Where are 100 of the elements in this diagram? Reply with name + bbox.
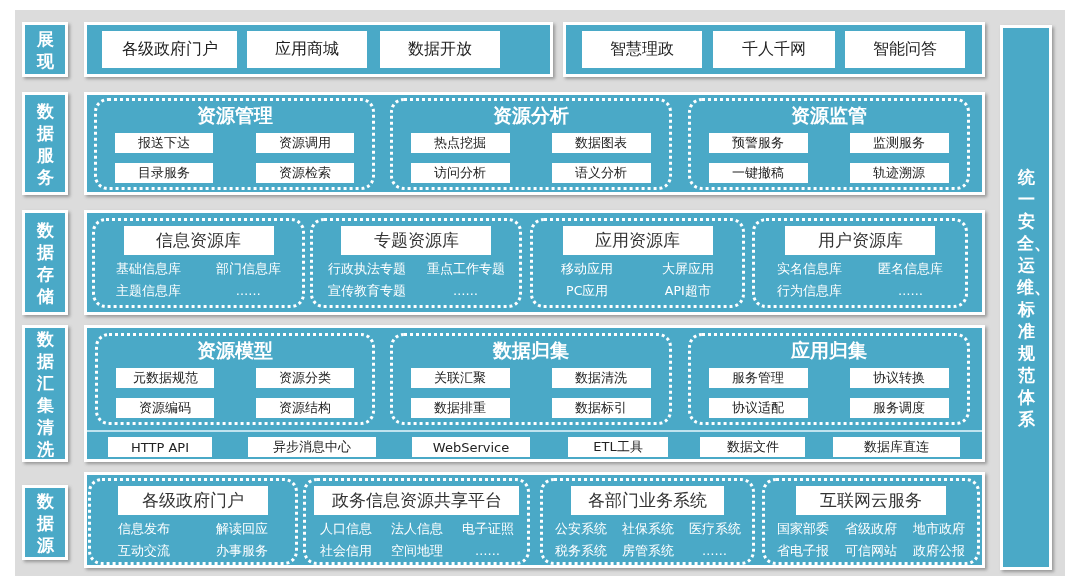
list-text: 信息发布 — [117, 521, 171, 538]
list-text: …… — [897, 283, 924, 298]
module-item: 数据排重 — [411, 398, 510, 418]
list-text: 社会信用 — [318, 543, 373, 560]
layer-label: 展现 — [22, 22, 68, 77]
list-text: 部门信息库 — [214, 261, 282, 278]
group-heading: 政务信息资源共享平台 — [314, 486, 519, 515]
module-group — [688, 333, 970, 425]
list-text: 宣传教育专题 — [326, 283, 407, 300]
group-heading: 用户资源库 — [785, 226, 935, 255]
group-title: 应用归集 — [790, 338, 868, 363]
module-item: 智慧理政 — [582, 31, 702, 68]
list-text: …… — [701, 543, 728, 558]
module-item: 协议适配 — [709, 398, 808, 418]
module-item: 智能问答 — [845, 31, 965, 68]
group-title: 资源分析 — [492, 103, 570, 128]
module-item: 热点挖掘 — [411, 133, 510, 153]
list-text: 省电子报 — [776, 543, 830, 560]
module-item: 目录服务 — [115, 163, 214, 183]
layer-label: 数据源 — [22, 485, 68, 560]
list-text: 移动应用 — [560, 261, 615, 278]
list-text: 国家部委 — [776, 521, 830, 538]
group-heading: 各级政府门户 — [118, 486, 268, 515]
resource-group — [752, 218, 968, 308]
module-item: 服务管理 — [709, 368, 808, 388]
module-item: 数据清洗 — [552, 368, 651, 388]
list-text: …… — [452, 283, 479, 298]
module-item: 资源调用 — [255, 133, 354, 153]
list-text: 政府公报 — [912, 543, 966, 560]
list-text: 大屏应用 — [660, 261, 715, 278]
list-text: 基础信息库 — [115, 261, 183, 278]
list-text: 电子证照 — [460, 521, 515, 538]
module-item: 访问分析 — [411, 163, 510, 183]
module-item: 一键撤稿 — [709, 163, 808, 183]
module-item: 服务调度 — [850, 398, 949, 418]
module-item: 元数据规范 — [116, 368, 214, 388]
module-item: 资源结构 — [256, 398, 354, 418]
module-item: 异步消息中心 — [248, 437, 376, 457]
group-heading: 专题资源库 — [341, 226, 491, 255]
layer-label: 统一安全、运维、标准规范体系 — [1000, 25, 1052, 570]
module-group — [94, 98, 375, 190]
resource-group — [530, 218, 745, 308]
layer-label: 数据汇集清洗 — [22, 325, 68, 462]
layer-panel — [84, 210, 985, 315]
layer-panel — [84, 22, 553, 77]
group-heading: 信息资源库 — [123, 226, 274, 255]
module-item: 各级政府门户 — [102, 31, 237, 68]
list-text: …… — [474, 543, 501, 558]
module-group — [390, 333, 672, 425]
list-text: 医疗系统 — [687, 521, 742, 538]
list-text: 行为信息库 — [776, 283, 843, 300]
module-item: 预警服务 — [709, 133, 808, 153]
group-title: 数据归集 — [492, 338, 570, 363]
module-item: 数据标引 — [552, 398, 651, 418]
list-text: 房管系统 — [620, 543, 675, 560]
group-heading: 互联网云服务 — [796, 486, 946, 515]
list-text: 解读回应 — [215, 521, 269, 538]
list-text: 空间地理 — [389, 543, 444, 560]
module-item: 监测服务 — [850, 133, 949, 153]
list-text: 公安系统 — [553, 521, 608, 538]
module-item: 资源检索 — [255, 163, 354, 183]
resource-group — [92, 218, 305, 308]
list-text: …… — [234, 283, 262, 298]
module-item: 报送下达 — [115, 133, 214, 153]
module-item: 轨迹溯源 — [850, 163, 949, 183]
layer-label: 数据服务 — [22, 92, 68, 195]
list-text: 法人信息 — [389, 521, 444, 538]
module-group — [95, 333, 375, 425]
module-item: 数据开放 — [380, 31, 500, 68]
module-item: 资源编码 — [116, 398, 214, 418]
resource-group — [303, 478, 530, 565]
group-title: 资源监管 — [790, 103, 868, 128]
list-text: 实名信息库 — [776, 261, 843, 278]
group-heading: 应用资源库 — [562, 226, 713, 255]
list-text: 行政执法专题 — [326, 261, 407, 278]
module-item: 资源分类 — [256, 368, 354, 388]
layer-panel — [84, 325, 985, 462]
module-item: 应用商城 — [247, 31, 367, 68]
module-item: 数据文件 — [700, 437, 805, 457]
list-text: 社保系统 — [620, 521, 675, 538]
module-item: 关联汇聚 — [411, 368, 510, 388]
layer-panel — [84, 92, 985, 195]
module-item: HTTP API — [108, 437, 212, 457]
list-text: API超市 — [663, 283, 712, 300]
list-text: 匿名信息库 — [877, 261, 944, 278]
list-text: 可信网站 — [844, 543, 898, 560]
module-item: 数据图表 — [552, 133, 651, 153]
list-text: 重点工作专题 — [425, 261, 506, 278]
module-item: 协议转换 — [850, 368, 949, 388]
module-item: ETL工具 — [568, 437, 668, 457]
list-text: 税务系统 — [553, 543, 608, 560]
list-text: 互动交流 — [117, 543, 171, 560]
group-heading: 各部门业务系统 — [571, 486, 724, 515]
module-item: WebService — [412, 437, 530, 457]
module-group — [390, 98, 672, 190]
module-item: 数据库直连 — [833, 437, 960, 457]
module-item: 语义分析 — [552, 163, 651, 183]
group-title: 资源管理 — [195, 103, 274, 128]
resource-group — [310, 218, 522, 308]
list-text: 地市政府 — [912, 521, 966, 538]
